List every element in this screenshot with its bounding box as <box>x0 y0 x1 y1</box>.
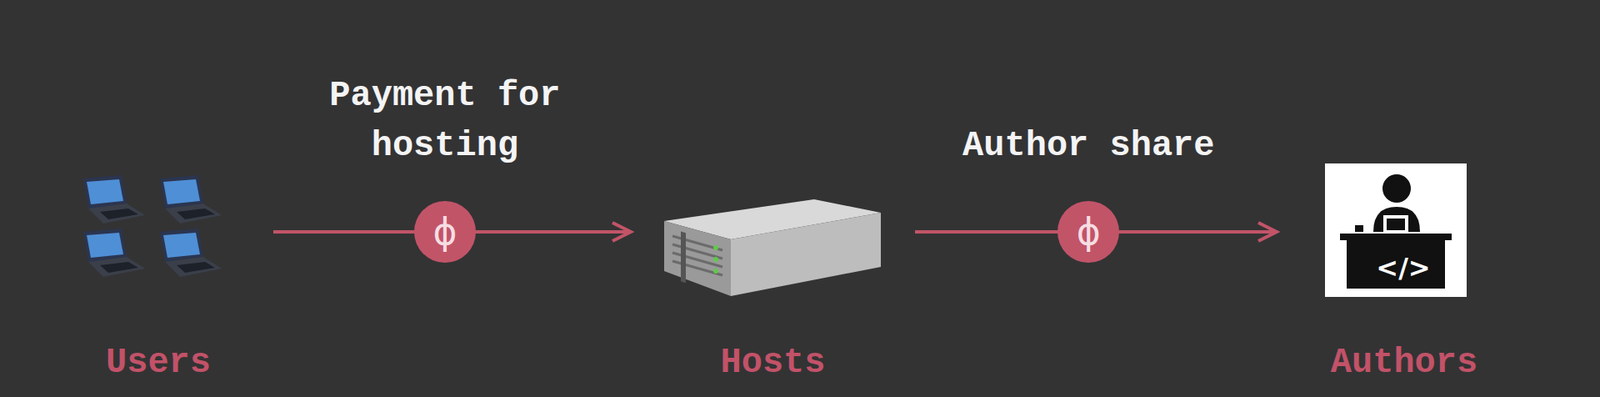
node-label: Hosts <box>630 342 915 383</box>
currency-badge: ϕ <box>1057 200 1120 263</box>
node-label: Authors <box>1276 342 1532 383</box>
icon-node: Users <box>43 162 274 388</box>
laptops-icon <box>68 175 235 292</box>
currency-badge: ϕ <box>414 200 476 263</box>
node-label: Users <box>43 342 274 383</box>
icon-node: Hosts <box>630 162 915 388</box>
code-symbol: </> <box>1375 252 1430 283</box>
edge-label: Payment for hosting <box>312 70 578 171</box>
edge-label: Author share <box>955 120 1221 171</box>
server-icon <box>655 187 890 313</box>
